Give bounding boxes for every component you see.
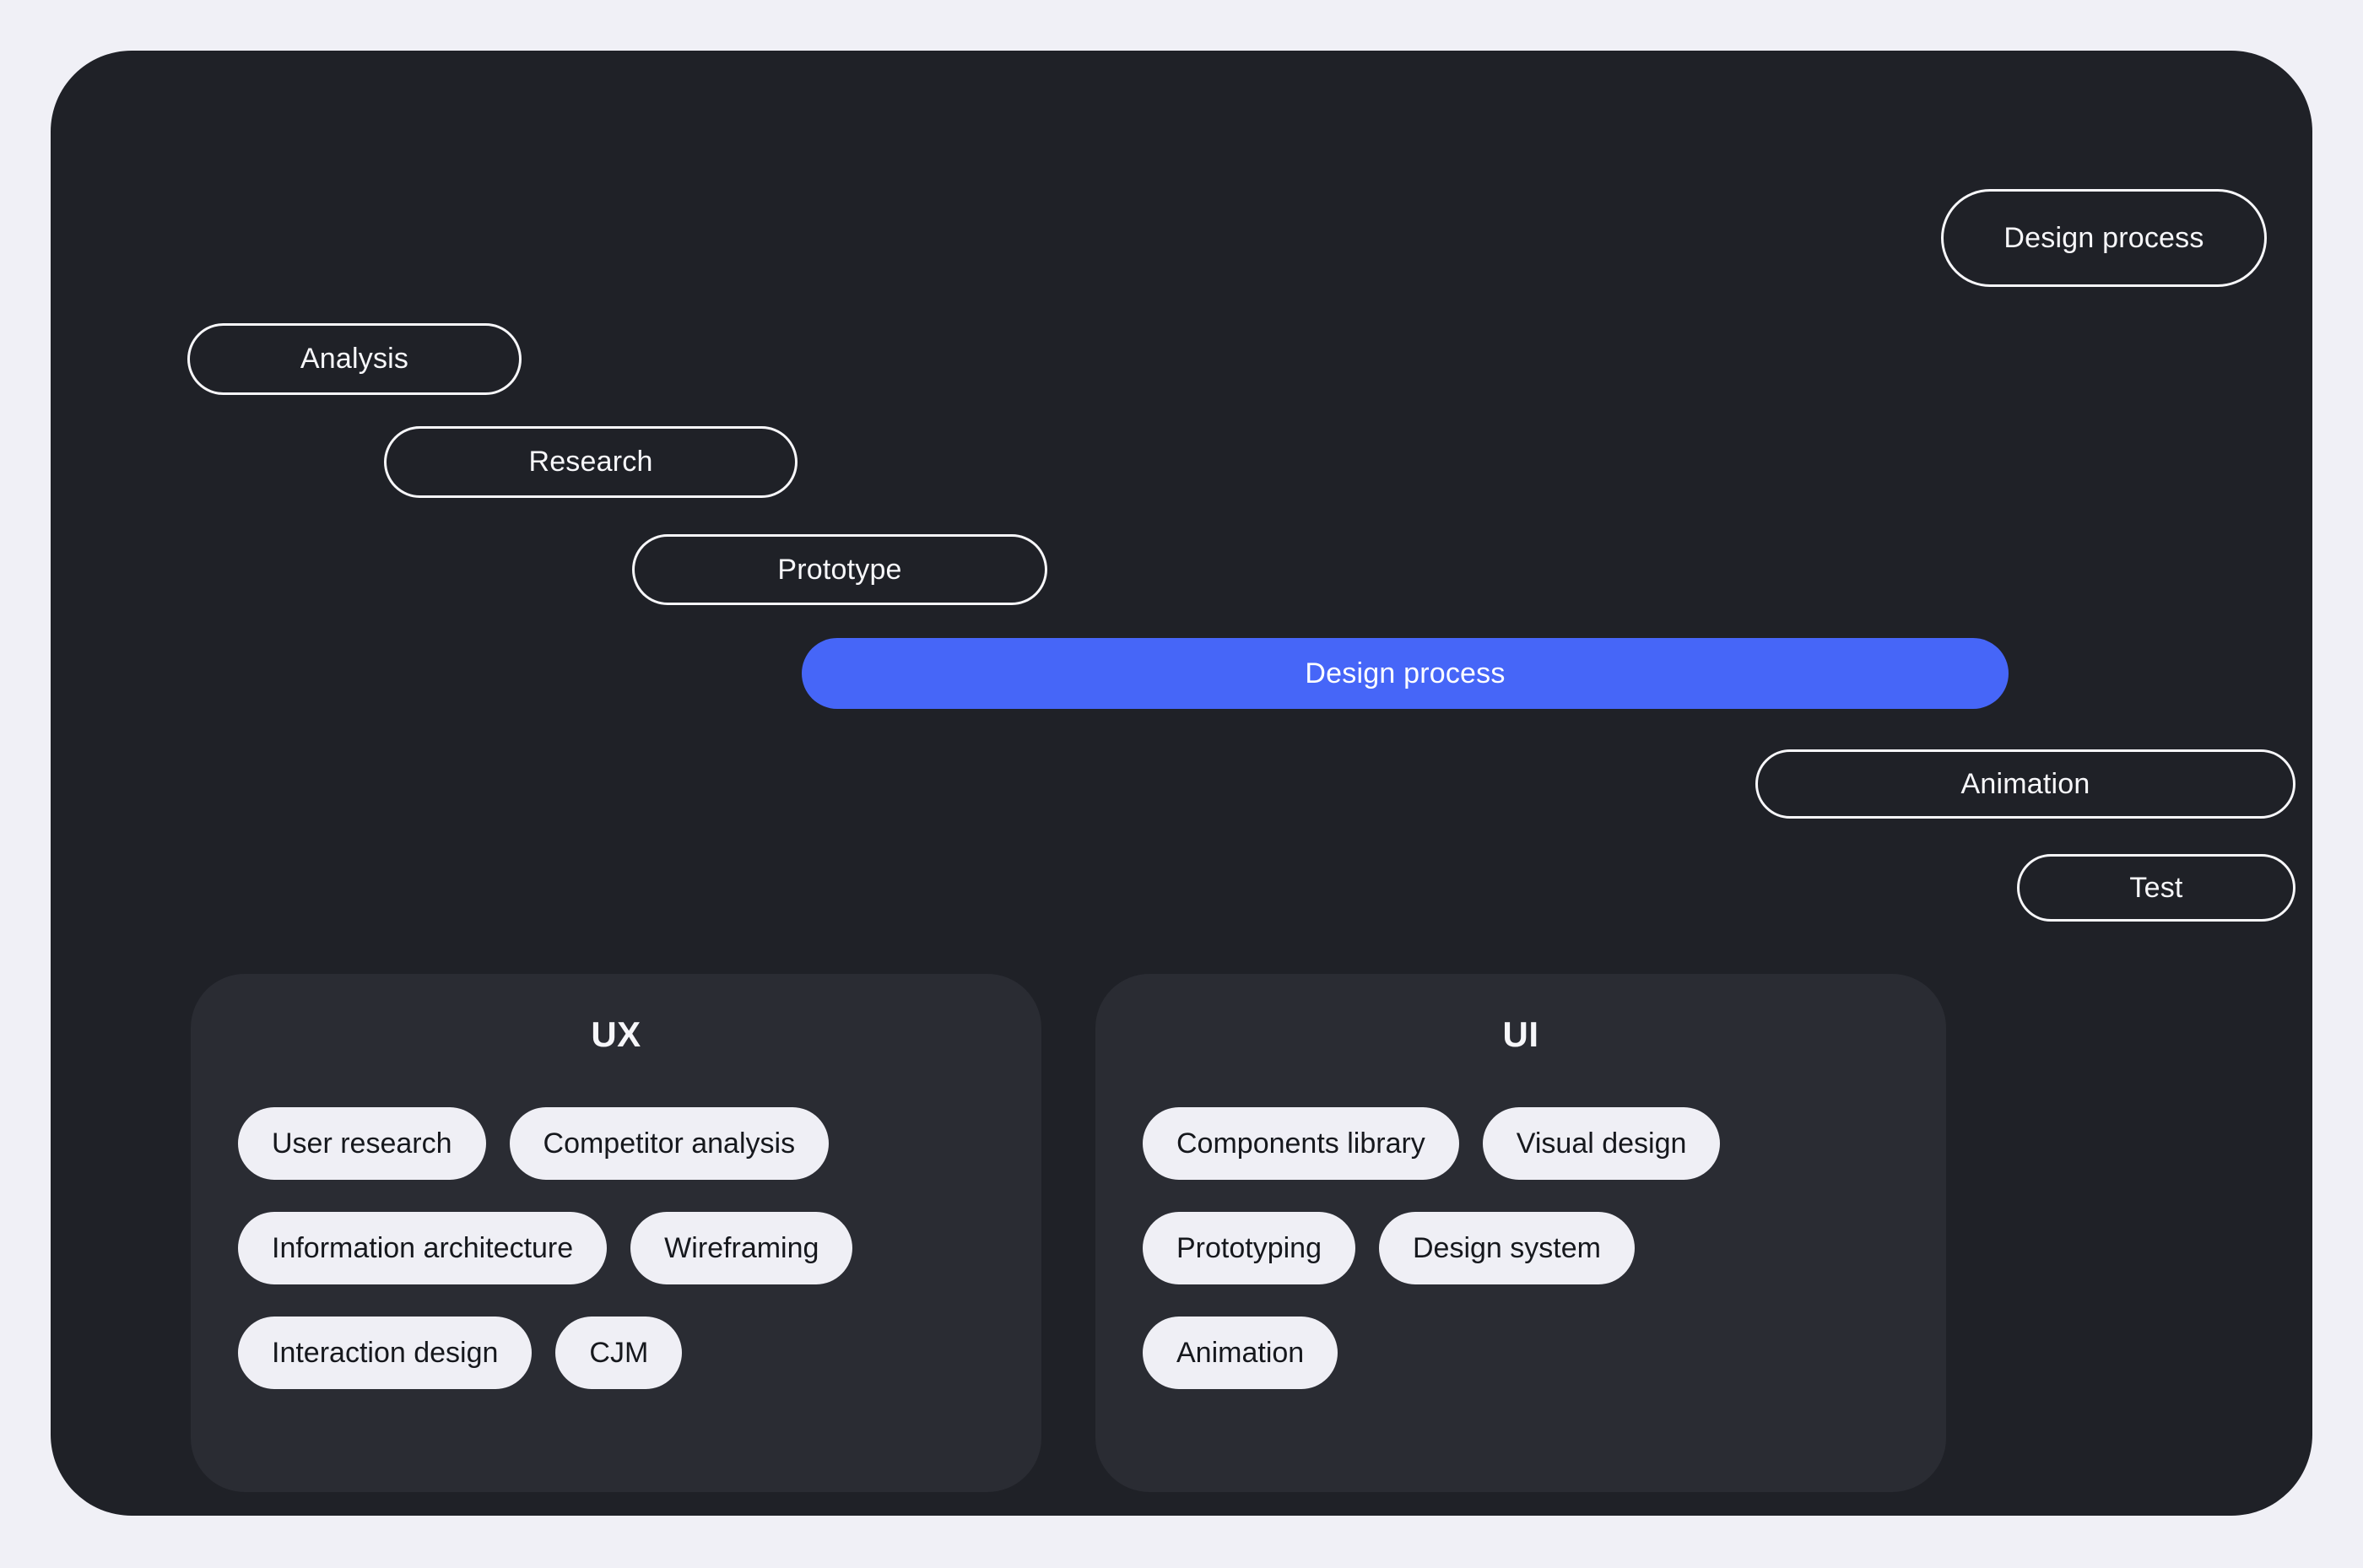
main-panel: Design process Analysis Research Prototy… xyxy=(51,51,2312,1516)
group-title-ux: UX xyxy=(591,1014,641,1054)
tag-prototyping[interactable]: Prototyping xyxy=(1143,1212,1355,1284)
tag-components-library[interactable]: Components library xyxy=(1143,1107,1459,1180)
tag-row: Prototyping Design system xyxy=(1143,1212,1899,1284)
tag-competitor-analysis[interactable]: Competitor analysis xyxy=(509,1107,830,1180)
timeline-step-research[interactable]: Research xyxy=(384,426,798,498)
tag-row: Animation xyxy=(1143,1317,1899,1389)
timeline-step-label: Research xyxy=(528,446,653,478)
tag-design-system[interactable]: Design system xyxy=(1379,1212,1635,1284)
legend-pill-design-process[interactable]: Design process xyxy=(1941,189,2267,287)
tag-wireframing[interactable]: Wireframing xyxy=(630,1212,853,1284)
timeline-step-analysis[interactable]: Analysis xyxy=(187,323,522,395)
timeline-step-prototype[interactable]: Prototype xyxy=(632,534,1047,605)
tag-row: User research Competitor analysis xyxy=(238,1107,994,1180)
group-card-ui: UI Components library Visual design Prot… xyxy=(1095,974,1946,1492)
tag-row: Components library Visual design xyxy=(1143,1107,1899,1180)
timeline-step-label: Animation xyxy=(1960,767,2090,800)
timeline-step-design-process-active[interactable]: Design process xyxy=(802,638,2009,709)
tag-row: Interaction design CJM xyxy=(238,1317,994,1389)
tag-user-research[interactable]: User research xyxy=(238,1107,486,1180)
group-title-ui: UI xyxy=(1502,1014,1539,1054)
timeline-step-label: Analysis xyxy=(300,343,409,375)
tag-row: Information architecture Wireframing xyxy=(238,1212,994,1284)
tag-interaction-design[interactable]: Interaction design xyxy=(238,1317,533,1389)
tag-information-architecture[interactable]: Information architecture xyxy=(238,1212,608,1284)
tag-cjm[interactable]: CJM xyxy=(555,1317,683,1389)
group-card-ux: UX User research Competitor analysis Inf… xyxy=(191,974,1041,1492)
tag-visual-design[interactable]: Visual design xyxy=(1482,1107,1721,1180)
timeline-step-label: Test xyxy=(2129,871,2183,904)
legend-pill-label: Design process xyxy=(2003,221,2204,254)
timeline-step-label: Prototype xyxy=(777,553,902,586)
timeline-step-animation[interactable]: Animation xyxy=(1755,749,2295,819)
timeline-step-test[interactable]: Test xyxy=(2017,854,2295,922)
timeline-step-label: Design process xyxy=(1305,657,1506,689)
tag-animation[interactable]: Animation xyxy=(1143,1317,1338,1389)
